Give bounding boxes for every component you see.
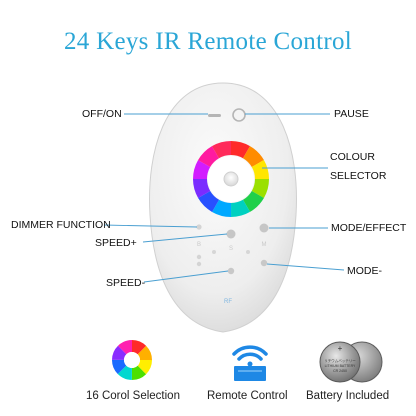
- mode-minus-button[interactable]: [260, 259, 268, 267]
- feature-label-remote: Remote Control: [207, 390, 288, 402]
- remote-signal-icon: [232, 345, 268, 381]
- color-wheel-icon: [112, 340, 152, 380]
- battery-text-jp: リチウムバッテリー: [324, 358, 356, 363]
- svg-text:M: M: [262, 242, 267, 248]
- leader-lines: [103, 113, 345, 283]
- battery-text-model: CR 2450: [333, 369, 347, 373]
- svg-text:B: B: [197, 242, 201, 248]
- page-title: 24 Keys IR Remote Control: [63, 28, 353, 55]
- label-dimmer-function: DIMMER FUNCTION: [11, 219, 111, 231]
- colour-selector-ring[interactable]: [193, 141, 269, 217]
- label-mode-minus: MODE-: [347, 265, 382, 277]
- label-mode-effect: MODE/EFFECT: [331, 222, 407, 234]
- svg-text:S: S: [229, 246, 233, 252]
- label-speed-minus: SPEED-: [106, 277, 146, 289]
- feature-label-battery: Battery Included: [306, 390, 390, 402]
- off-on-button[interactable]: [208, 114, 221, 117]
- center-button[interactable]: [223, 171, 239, 187]
- svg-text:RF: RF: [224, 299, 232, 305]
- label-selector: SELECTOR: [330, 170, 387, 182]
- mode-effect-button[interactable]: [259, 223, 269, 233]
- feature-label-colors: 16 Corol Selection: [86, 390, 180, 402]
- pause-button[interactable]: [232, 108, 246, 122]
- speed-plus-button[interactable]: [226, 229, 236, 239]
- svg-text:+: +: [338, 344, 343, 353]
- speed-minus-button[interactable]: [227, 267, 235, 275]
- label-speed-plus: SPEED+: [95, 237, 137, 249]
- label-colour: COLOUR: [330, 151, 375, 163]
- battery-text-type: LITHIUM BATTERY: [325, 364, 356, 368]
- coin-battery-icon: + リチウムバッテリー LITHIUM BATTERY CR 2450: [319, 341, 383, 383]
- label-off-on: OFF/ON: [82, 108, 122, 120]
- label-pause: PAUSE: [334, 108, 369, 120]
- remote-control: B S M RF: [149, 82, 297, 333]
